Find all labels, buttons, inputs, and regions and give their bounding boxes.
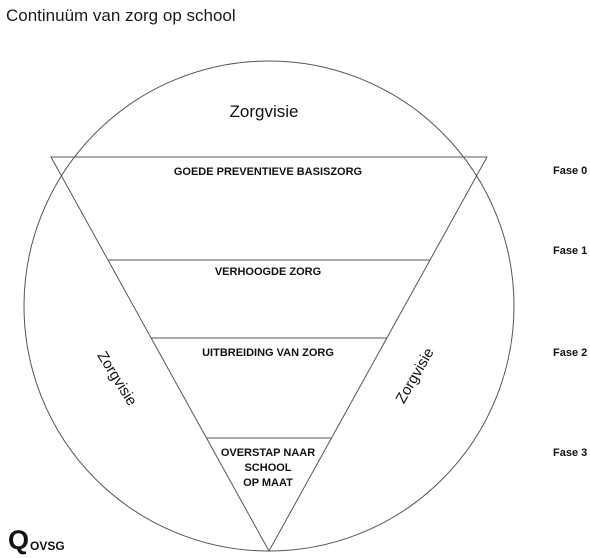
band-label-overstap-line-1: OVERSTAP NAAR — [221, 447, 315, 459]
band-label-basiszorg: GOEDE PREVENTIEVE BASISZORG — [174, 166, 362, 178]
zorgvisie-left-label: Zorgvisie — [93, 348, 140, 409]
band-label-overstap-line-3: OP MAAT — [243, 477, 293, 489]
phase-label-2: Fase 2 — [553, 347, 588, 359]
page-title: Continuüm van zorg op school — [6, 6, 236, 25]
zorgvisie-top-label: Zorgvisie — [230, 102, 299, 121]
ovsg-logo-text: OVSG — [30, 539, 65, 553]
care-triangle — [50, 156, 488, 553]
zorgvisie-right-label: Zorgvisie — [393, 345, 438, 406]
phase-label-3: Fase 3 — [553, 447, 588, 459]
phase-label-1: Fase 1 — [553, 245, 588, 257]
ovsg-logo-q: Q — [8, 525, 30, 555]
band-label-uitbreiding: UITBREIDING VAN ZORG — [202, 347, 334, 359]
band-label-verhoogde-zorg: VERHOOGDE ZORG — [215, 266, 321, 278]
phase-label-0: Fase 0 — [553, 165, 588, 177]
band-label-overstap-line-2: SCHOOL — [244, 462, 291, 474]
ovsg-logo: Q OVSG — [8, 525, 65, 555]
